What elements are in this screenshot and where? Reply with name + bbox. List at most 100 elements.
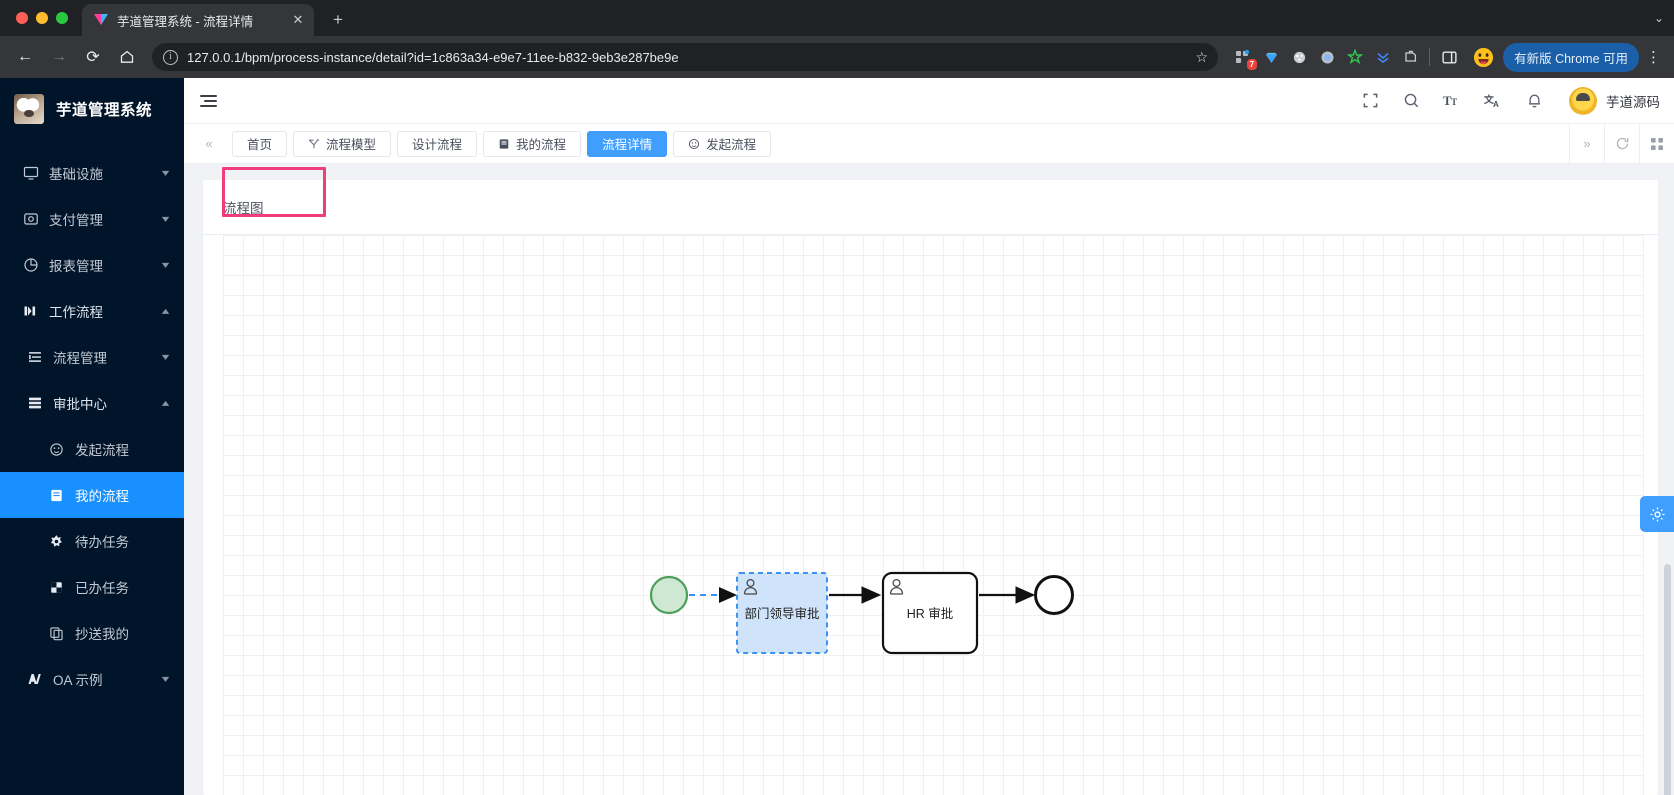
- blue-chevrons-down-icon[interactable]: [1374, 48, 1392, 66]
- tab-design-process[interactable]: 设计流程: [397, 130, 478, 157]
- browser-toolbar: ← → ⟳ i 127.0.0.1/bpm/process-instance/d…: [0, 36, 1674, 78]
- refresh-icon[interactable]: [1605, 124, 1639, 163]
- svg-text:T: T: [1443, 94, 1452, 108]
- sidebar-item-payment[interactable]: 支付管理 ▾: [0, 196, 184, 242]
- pie-chart-icon: [22, 257, 39, 273]
- arrow-right-icon[interactable]: →: [51, 48, 67, 65]
- gray-dotted-circle-icon[interactable]: [1290, 48, 1308, 66]
- tab-label: 流程模型: [326, 138, 377, 152]
- tabstrip-right-area: ⌄: [1654, 0, 1674, 36]
- view-tabs-tools: »: [1569, 124, 1674, 163]
- bpmn-canvas[interactable]: 部门领导审批 HR 审批: [223, 235, 1644, 795]
- extension-toolbar-icon[interactable]: [1402, 48, 1420, 66]
- new-tab-button[interactable]: +: [333, 10, 343, 29]
- smiley-icon: [48, 442, 65, 457]
- chevron-down-icon: ▾: [161, 673, 170, 685]
- profile-emoji-icon[interactable]: [1471, 47, 1495, 67]
- app-header: T T 文 A 芋道源码: [184, 78, 1674, 124]
- home-icon[interactable]: [112, 42, 142, 72]
- view-tabs-list: 首页 流程模型 设计流程: [226, 130, 1569, 157]
- tab-home[interactable]: 首页: [232, 130, 288, 157]
- smiley-icon: [688, 138, 700, 150]
- browser-tab-title: 芋道管理系统 - 流程详情: [117, 14, 254, 29]
- search-icon[interactable]: [1401, 91, 1421, 111]
- bpmn-diagram: 部门领导审批 HR 审批: [649, 571, 1074, 655]
- sidebar-item-process-management[interactable]: 流程管理 ▾: [0, 334, 184, 380]
- svg-text:文: 文: [1484, 93, 1494, 106]
- extensions-puzzle-icon[interactable]: 7: [1234, 48, 1258, 70]
- sidebar-item-label: 我的流程: [75, 489, 129, 504]
- brand[interactable]: 芋道管理系统: [0, 86, 184, 132]
- brand-name: 芋道管理系统: [56, 102, 153, 119]
- approval-icon: [26, 395, 43, 411]
- sidebar-item-label: 报表管理: [49, 259, 103, 274]
- info-circle-icon[interactable]: i: [163, 49, 178, 65]
- side-panel-icon[interactable]: [1439, 48, 1459, 66]
- sidebar-item-infrastructure[interactable]: 基础设施 ▾: [0, 150, 184, 196]
- sidebar-item-start-process[interactable]: 发起流程: [0, 426, 184, 472]
- tab-process-model[interactable]: 流程模型: [293, 130, 392, 157]
- minimize-window-button[interactable]: [36, 12, 48, 24]
- vertical-scrollbar[interactable]: [1664, 564, 1671, 795]
- kebab-menu-icon[interactable]: ⋮: [1646, 49, 1661, 66]
- user-task-icon: [743, 578, 758, 595]
- chrome-update-button[interactable]: 有新版 Chrome 可用: [1503, 42, 1639, 72]
- divider: [1569, 124, 1570, 163]
- tab-my-process[interactable]: 我的流程: [483, 130, 582, 157]
- chevrons-left-icon[interactable]: «: [205, 136, 213, 151]
- tab-label: 流程详情: [602, 138, 653, 152]
- arrow-left-icon[interactable]: ←: [17, 48, 33, 65]
- settings-gear-icon[interactable]: [1640, 496, 1674, 532]
- sidebar-item-oa-demo[interactable]: OA 示例 ▾: [0, 656, 184, 702]
- close-icon[interactable]: ✕: [292, 12, 304, 27]
- sidebar-item-workflow[interactable]: 工作流程 ▴: [0, 288, 184, 334]
- book-icon: [498, 138, 510, 150]
- hamburger-menu-icon[interactable]: [200, 94, 217, 107]
- tab-flow-chart[interactable]: 流程图: [221, 167, 326, 225]
- checker-square-icon: [48, 580, 65, 595]
- bookmark-star-icon[interactable]: ☆: [1195, 48, 1209, 65]
- translate-icon[interactable]: 文 A: [1483, 91, 1503, 111]
- svg-text:A: A: [1493, 100, 1499, 109]
- address-bar[interactable]: i 127.0.0.1/bpm/process-instance/detail?…: [152, 43, 1219, 71]
- content-area: 流程图: [184, 164, 1674, 795]
- workflow-icon: [22, 303, 39, 319]
- sidebar-item-done-tasks[interactable]: 已办任务: [0, 564, 184, 610]
- diamond-extension-icon[interactable]: [1262, 48, 1280, 66]
- chevron-down-icon[interactable]: ⌄: [1653, 11, 1664, 25]
- sidebar-item-cc-to-me[interactable]: 抄送我的: [0, 610, 184, 656]
- vue-logo-icon: [93, 12, 109, 28]
- svg-text:T: T: [1451, 97, 1457, 107]
- browser-tab[interactable]: 芋道管理系统 - 流程详情 ✕: [82, 4, 314, 36]
- chevron-down-icon: ▾: [161, 167, 170, 179]
- tab-start-process[interactable]: 发起流程: [673, 130, 772, 157]
- font-size-icon[interactable]: T T: [1442, 91, 1462, 111]
- list-lines-icon: [26, 349, 43, 365]
- sidebar-item-label: 已办任务: [75, 581, 129, 596]
- extension-badge-count: 7: [1246, 59, 1258, 70]
- reload-icon[interactable]: ⟳: [86, 49, 100, 66]
- green-star-extension-icon[interactable]: [1346, 48, 1364, 66]
- divider: [1639, 124, 1640, 163]
- bell-notification-icon[interactable]: [1524, 91, 1544, 111]
- fullscreen-icon[interactable]: [1360, 91, 1380, 111]
- sidebar-item-todo-tasks[interactable]: 待办任务: [0, 518, 184, 564]
- address-bar-url: 127.0.0.1/bpm/process-instance/detail?id…: [187, 49, 679, 65]
- chevrons-right-icon[interactable]: »: [1583, 136, 1591, 151]
- user-task-icon: [889, 578, 904, 595]
- sidebar-item-my-process[interactable]: 我的流程: [0, 472, 184, 518]
- blue-circle-icon[interactable]: [1318, 48, 1336, 66]
- sidebar-item-reports[interactable]: 报表管理 ▾: [0, 242, 184, 288]
- sidebar-item-label: 审批中心: [53, 397, 107, 412]
- maximize-window-button[interactable]: [56, 12, 68, 24]
- user-profile[interactable]: 芋道源码: [1569, 86, 1660, 115]
- bpmn-task-hr-label: HR 审批: [907, 606, 954, 621]
- process-diagram-card: 流程图: [203, 167, 1658, 795]
- grid-apps-icon[interactable]: [1640, 124, 1674, 163]
- close-window-button[interactable]: [16, 12, 28, 24]
- tab-label: 发起流程: [706, 138, 757, 152]
- tab-process-detail[interactable]: 流程详情: [587, 130, 668, 157]
- sidebar-item-approval-center[interactable]: 审批中心 ▴: [0, 380, 184, 426]
- pikachu-avatar-icon: [1569, 86, 1597, 115]
- sidebar-item-label: 基础设施: [49, 167, 103, 182]
